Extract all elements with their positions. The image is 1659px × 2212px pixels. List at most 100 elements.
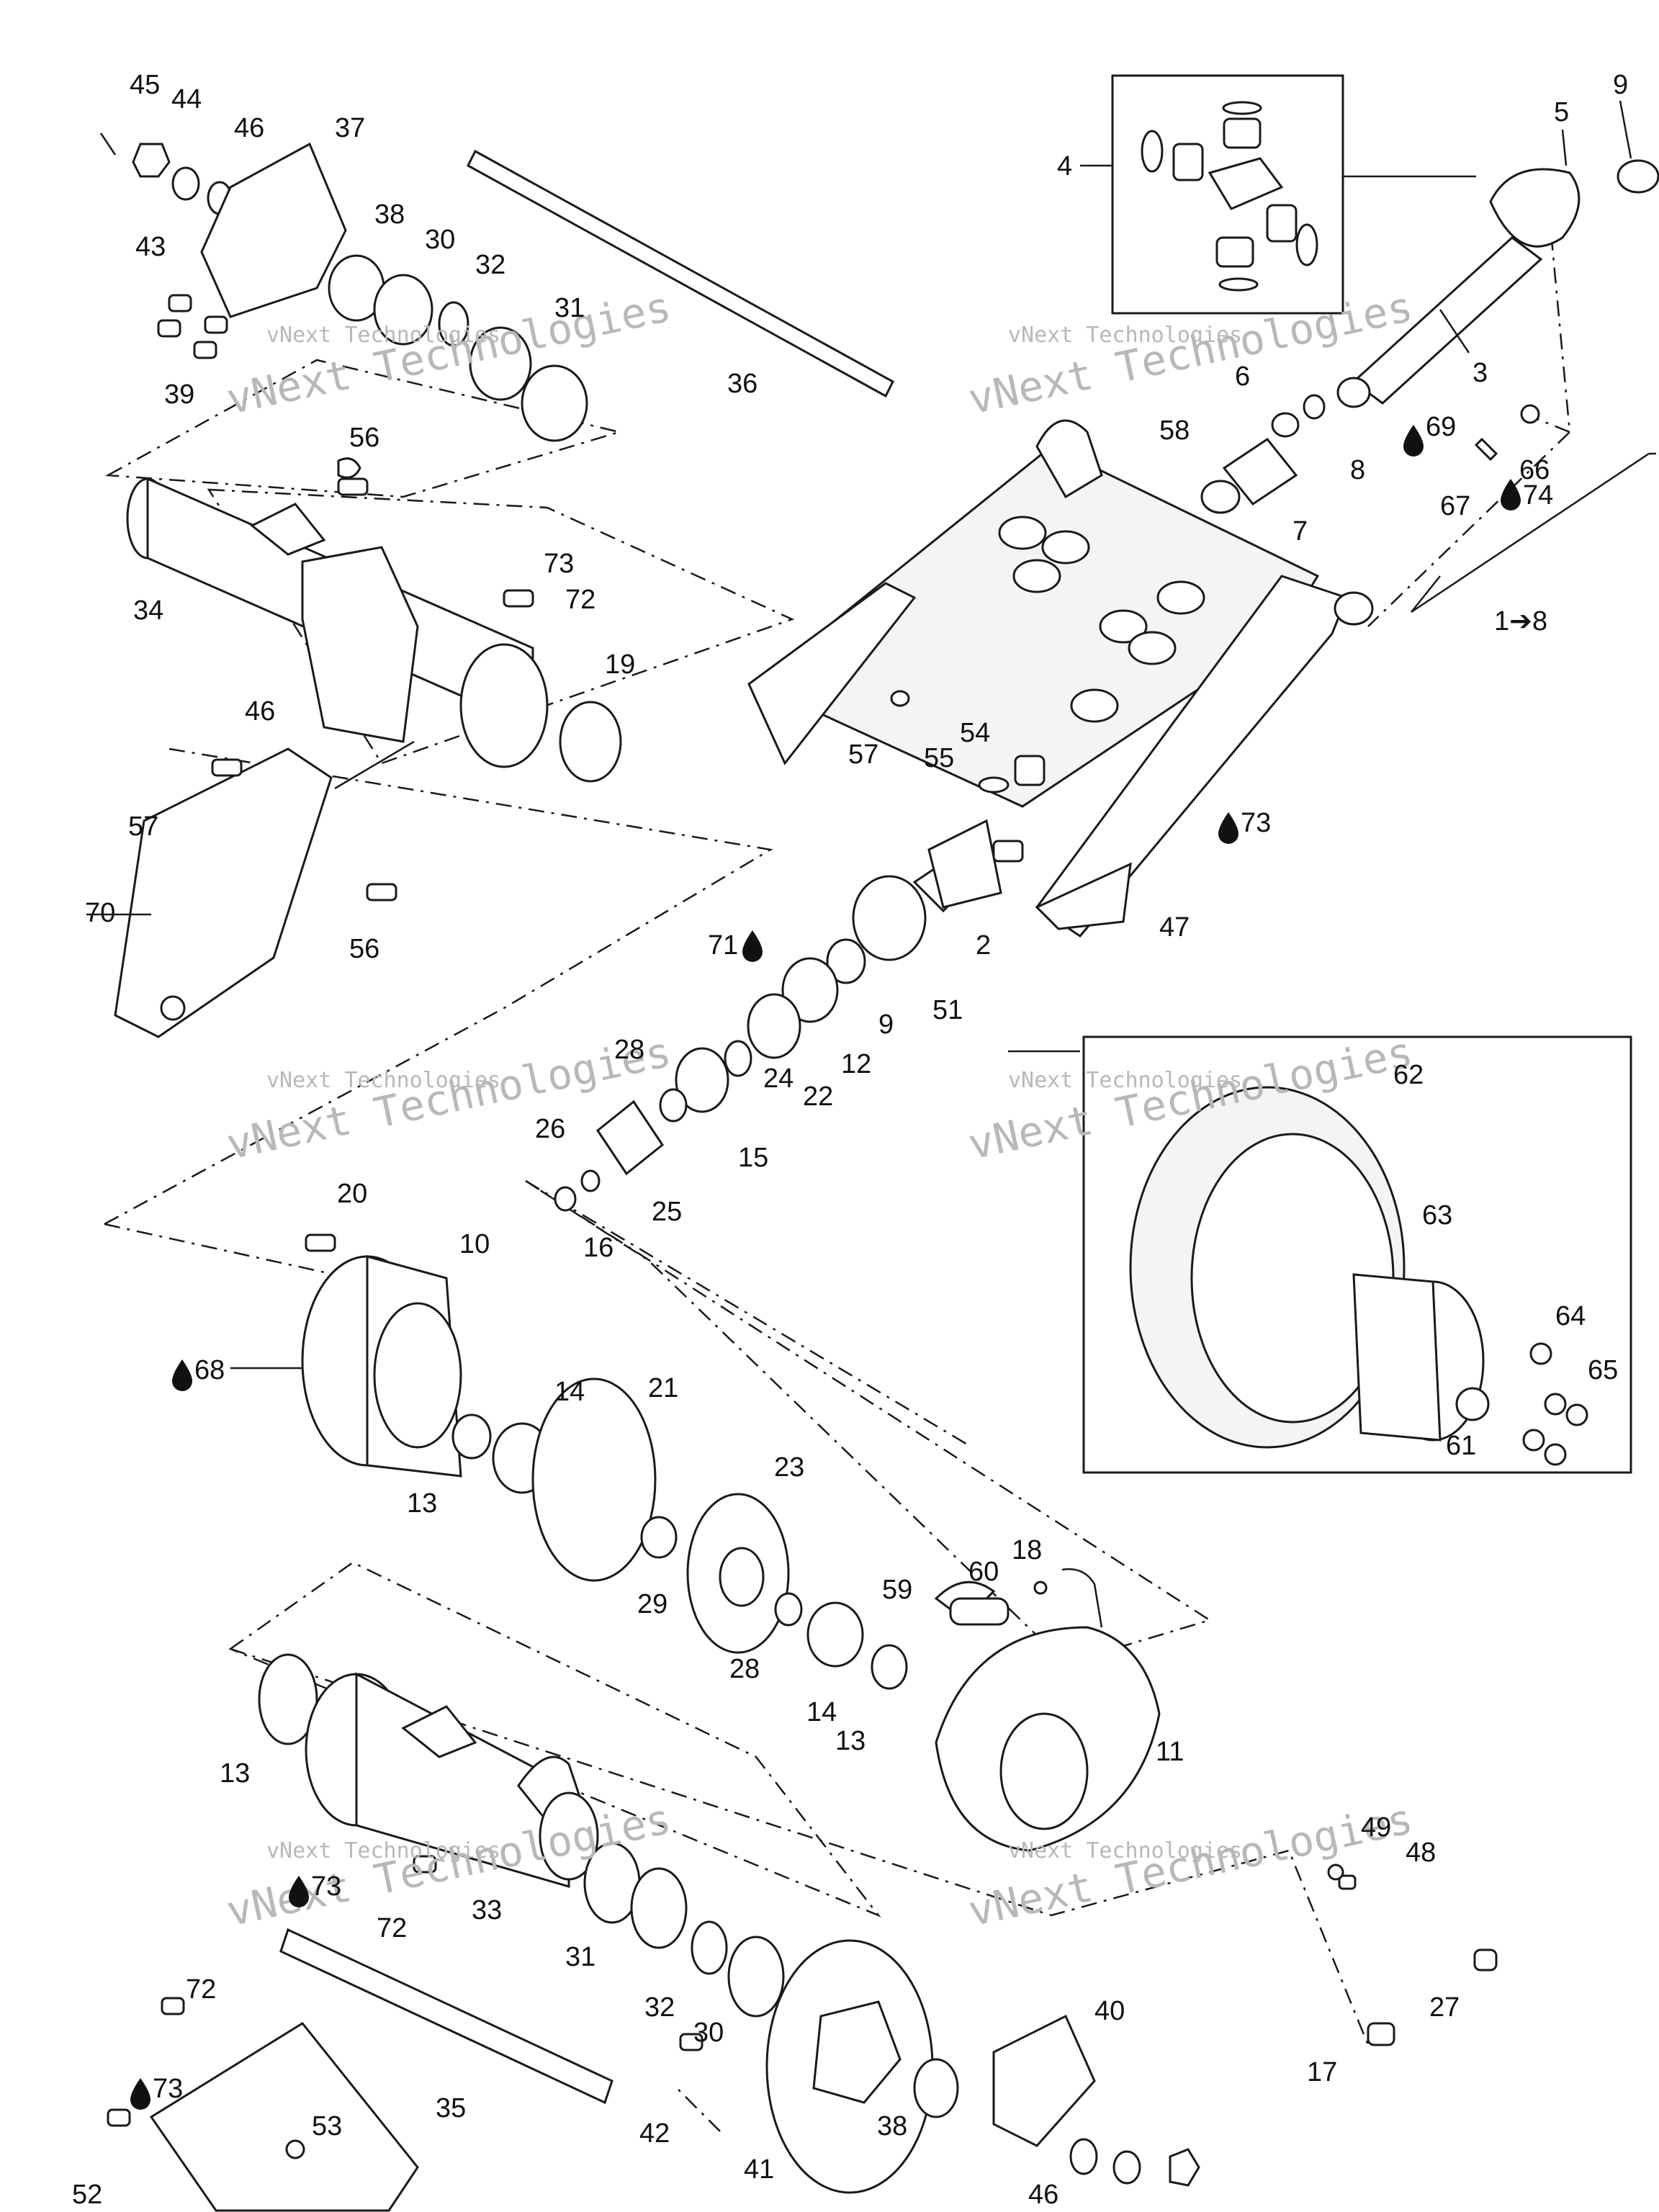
callout-7: 7: [1292, 516, 1308, 547]
callout-37: 37: [335, 113, 365, 143]
callout-30: 30: [425, 225, 455, 255]
callout-36: 36: [727, 369, 757, 399]
callout-55: 55: [924, 743, 954, 773]
callout-13: 13: [220, 1758, 250, 1789]
callout-64: 64: [1555, 1301, 1586, 1331]
callout-52: 52: [72, 2180, 102, 2210]
callout-23: 23: [774, 1452, 804, 1483]
callout-6: 6: [1235, 361, 1250, 392]
leader-lines: [86, 100, 1656, 1370]
watermark-small: vNext Technologies: [266, 1838, 500, 1863]
callout-22: 22: [803, 1082, 833, 1112]
callout-73: 73: [544, 549, 574, 579]
callout-31: 31: [565, 1942, 595, 1972]
callout-49: 49: [1361, 1812, 1391, 1843]
callout-66: 66: [1519, 455, 1550, 485]
callout-15: 15: [738, 1143, 768, 1173]
callout-31: 31: [554, 293, 585, 323]
callout-51: 51: [932, 995, 963, 1025]
callout-46: 46: [245, 696, 275, 727]
callout-1-8: 1➔8: [1494, 606, 1547, 637]
callout-38: 38: [374, 199, 405, 230]
callout-67: 67: [1440, 491, 1470, 521]
callout-60: 60: [968, 1557, 999, 1587]
callout-21: 21: [648, 1373, 678, 1403]
callout-47: 47: [1159, 912, 1190, 943]
callout-16: 16: [583, 1233, 613, 1263]
callout-57: 57: [128, 811, 158, 842]
callout-14: 14: [554, 1377, 585, 1407]
callout-44: 44: [171, 84, 202, 114]
watermark-small: vNext Technologies: [266, 1068, 500, 1093]
callout-73: 73: [1241, 808, 1271, 838]
callout-30: 30: [693, 2018, 724, 2048]
callout-57: 57: [848, 739, 878, 770]
watermark-big: vNext Technologies: [222, 1027, 675, 1169]
callout-62: 62: [1393, 1060, 1424, 1090]
callout-4: 4: [1057, 151, 1072, 181]
callout-13: 13: [407, 1488, 437, 1519]
watermark-small: vNext Technologies: [1008, 323, 1242, 348]
differential-group: [301, 1233, 1161, 1852]
callout-5: 5: [1554, 97, 1569, 127]
center-drive-parts: [554, 755, 1046, 1212]
callout-2: 2: [976, 930, 991, 961]
oil-drop-icon: [742, 930, 763, 962]
callout-32: 32: [475, 250, 505, 280]
callout-38: 38: [877, 2111, 907, 2141]
callout-63: 63: [1422, 1200, 1452, 1231]
callout-70: 70: [85, 898, 115, 928]
oil-drop-icon: [130, 2078, 150, 2110]
callout-72: 72: [565, 585, 595, 615]
callout-54: 54: [960, 718, 990, 748]
callout-56: 56: [349, 423, 379, 453]
callout-40: 40: [1094, 1996, 1125, 2026]
callout-72: 72: [186, 1974, 216, 2005]
callout-65: 65: [1588, 1355, 1618, 1385]
callout-13: 13: [835, 1726, 866, 1756]
callout-9: 9: [878, 1010, 894, 1040]
swing-arm-frame: [747, 419, 1374, 938]
callout-11: 11: [1156, 1737, 1184, 1767]
callout-59: 59: [882, 1575, 912, 1605]
callout-41: 41: [744, 2154, 774, 2185]
watermark-small: vNext Technologies: [266, 323, 500, 348]
oil-drop-icon: [1218, 812, 1238, 844]
callout-68: 68: [194, 1355, 225, 1385]
callout-32: 32: [644, 1992, 675, 2023]
callout-8: 8: [1350, 455, 1365, 485]
callout-3: 3: [1473, 358, 1488, 388]
callout-17: 17: [1307, 2057, 1337, 2087]
callout-46: 46: [234, 113, 264, 143]
oil-drop-icon: [1501, 479, 1521, 511]
callout-28: 28: [614, 1035, 644, 1065]
axle-housing-upper: [114, 477, 622, 1038]
callout-72: 72: [377, 1913, 407, 1943]
callout-10: 10: [459, 1229, 490, 1259]
callout-18: 18: [1012, 1535, 1042, 1565]
watermark-small: vNext Technologies: [1008, 1838, 1242, 1863]
callout-27: 27: [1429, 1992, 1460, 2023]
oil-drop-icon: [172, 1359, 192, 1391]
watermark-small: vNext Technologies: [1008, 1068, 1242, 1093]
callout-28: 28: [729, 1654, 760, 1684]
callout-39: 39: [164, 379, 194, 410]
callout-73: 73: [311, 1871, 341, 1902]
callout-34: 34: [133, 595, 163, 626]
callout-24: 24: [763, 1064, 793, 1094]
upper-left-hub-group: [99, 132, 894, 479]
callout-53: 53: [312, 2111, 342, 2141]
callout-12: 12: [841, 1049, 871, 1079]
callout-74: 74: [1523, 480, 1553, 511]
callout-26: 26: [535, 1114, 565, 1144]
callout-61: 61: [1446, 1431, 1476, 1461]
callout-35: 35: [436, 2093, 466, 2123]
oil-drop-icon: [1403, 425, 1424, 457]
wheel-assembly-box: [1082, 1035, 1632, 1474]
callout-labels: 45 44 46 37 43 38 30 32 31 39 36 56 34 7…: [72, 70, 1628, 2210]
callout-48: 48: [1406, 1838, 1436, 1868]
callout-42: 42: [639, 2118, 670, 2149]
callout-73: 73: [153, 2074, 183, 2104]
callout-71: 71: [708, 930, 738, 961]
